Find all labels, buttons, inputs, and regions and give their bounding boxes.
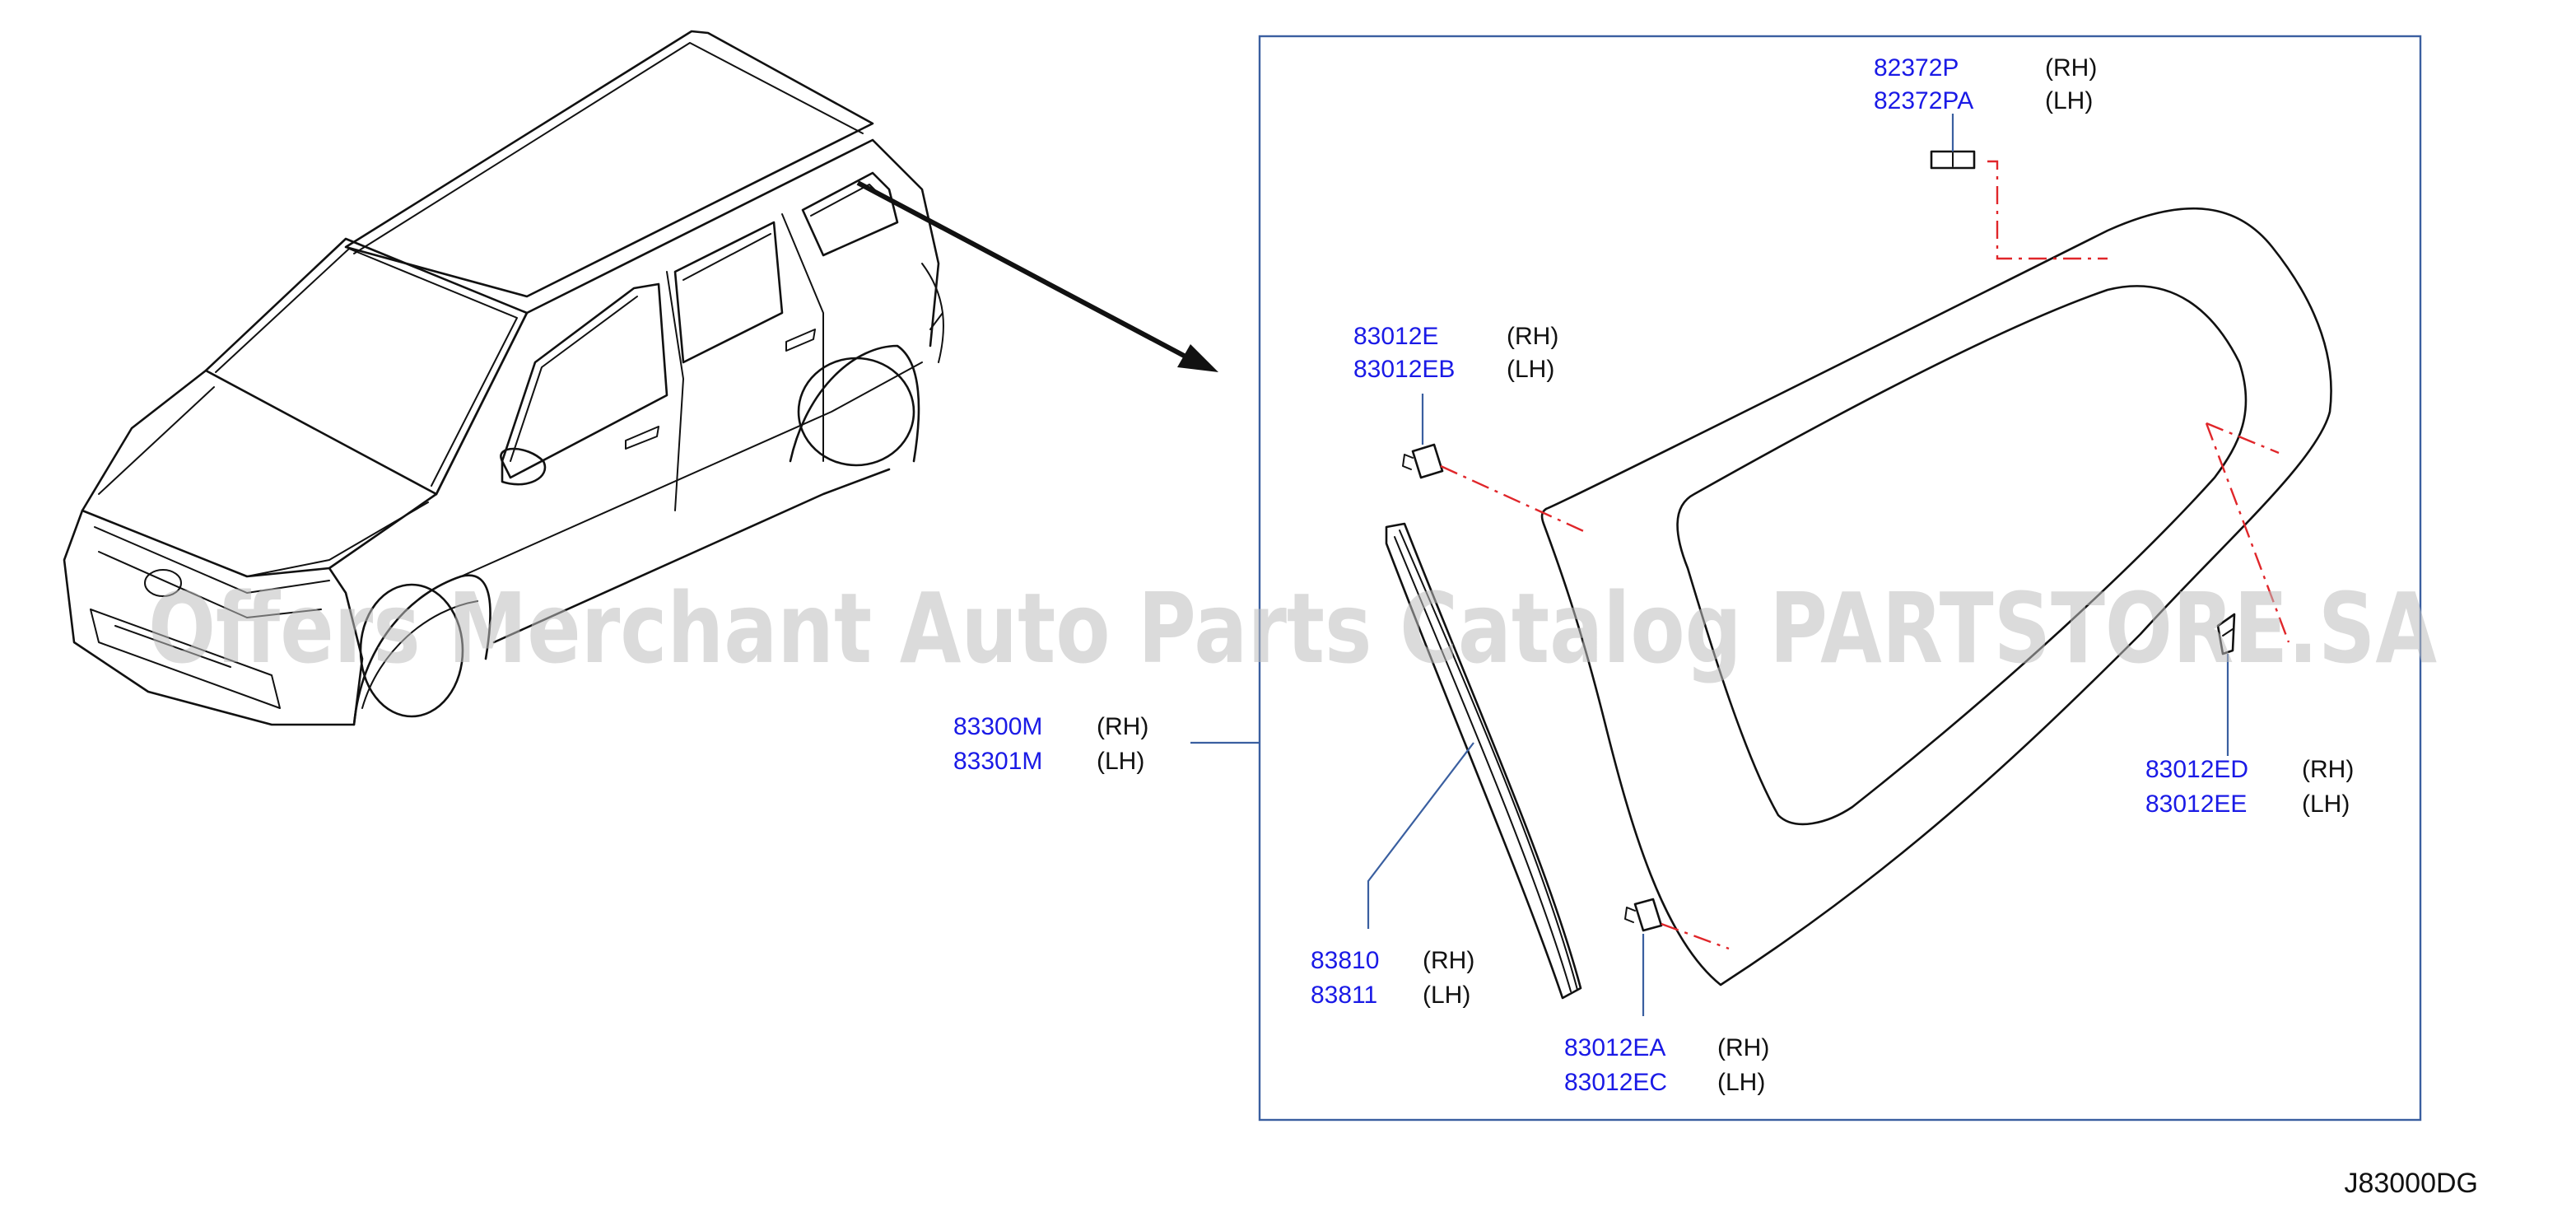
clip-83012e — [1402, 443, 1444, 479]
clip-83012ea — [1624, 898, 1663, 932]
vehicle-illustration — [63, 30, 944, 726]
side-label-lh: (LH) — [1717, 1069, 1765, 1096]
part-number-83012e[interactable]: 83012E — [1353, 323, 1438, 350]
quarter-glass — [1540, 207, 2332, 986]
side-label-rh: (RH) — [2045, 54, 2097, 82]
callout-83012ea: 83012EA (RH) 83012EC (LH) — [1564, 1034, 1769, 1096]
part-number-83012ec[interactable]: 83012EC — [1564, 1069, 1667, 1096]
callout-83300m: 83300M (RH) 83301M (LH) — [953, 713, 1148, 775]
side-label-lh: (LH) — [1507, 356, 1554, 383]
callout-83012ed: 83012ED (RH) 83012EE (LH) — [2145, 756, 2354, 818]
side-label-lh: (LH) — [2302, 791, 2350, 818]
side-label-lh: (LH) — [2045, 87, 2093, 114]
side-label-rh: (RH) — [2302, 756, 2354, 783]
side-label-rh: (RH) — [1717, 1034, 1769, 1061]
clip-82372 — [1930, 150, 1976, 170]
part-number-83012ea[interactable]: 83012EA — [1564, 1034, 1665, 1061]
mounting-guides — [1440, 160, 2290, 950]
part-number-82372pa[interactable]: 82372PA — [1874, 87, 1973, 114]
part-number-83810[interactable]: 83810 — [1311, 947, 1379, 974]
part-number-83300m[interactable]: 83300M — [953, 713, 1042, 740]
callout-83810: 83810 (RH) 83811 (LH) — [1311, 947, 1474, 1009]
side-label-lh: (LH) — [1423, 982, 1470, 1009]
pointer-arrow — [856, 180, 1218, 372]
part-number-83012ed[interactable]: 83012ED — [2145, 756, 2248, 783]
watermark: Offers Merchant Auto Parts Catalog PARTS… — [148, 571, 2437, 685]
part-number-83012eb[interactable]: 83012EB — [1353, 356, 1455, 383]
moulding-strip — [1385, 522, 1582, 1000]
side-label-lh: (LH) — [1097, 748, 1144, 775]
leader-lines — [1190, 114, 2229, 1016]
callout-82372: 82372P (RH) 82372PA (LH) — [1874, 54, 2097, 114]
side-label-rh: (RH) — [1423, 947, 1474, 974]
clip-83012ed — [2216, 613, 2236, 655]
part-number-82372p[interactable]: 82372P — [1874, 54, 1959, 82]
side-label-rh: (RH) — [1097, 713, 1148, 740]
callout-83012e: 83012E (RH) 83012EB (LH) — [1353, 323, 1558, 383]
part-number-83012ee[interactable]: 83012EE — [2145, 791, 2247, 818]
part-number-83811[interactable]: 83811 — [1311, 982, 1377, 1009]
callout-frame — [1258, 35, 2422, 1122]
part-number-83301m[interactable]: 83301M — [953, 748, 1042, 775]
side-label-rh: (RH) — [1507, 323, 1558, 350]
diagram-code: J83000DG — [2344, 1168, 2478, 1199]
